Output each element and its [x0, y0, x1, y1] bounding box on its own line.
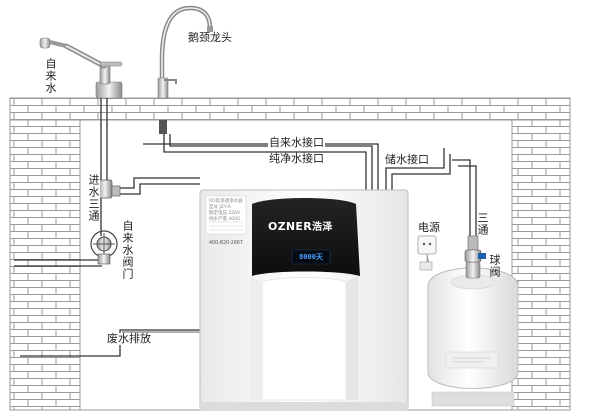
display-readout: 8000天: [299, 253, 323, 261]
service-hotline: 400-820-2667: [209, 241, 243, 246]
label-ball-valve: 球阀: [488, 254, 501, 278]
label-inlet-tee: 进水三通: [86, 174, 100, 222]
sticker-line-4: 纯水产量 400G: [209, 217, 241, 222]
sticker-line-3: 额定电压 220V: [209, 211, 241, 216]
angle-valve-icon: [90, 230, 118, 265]
label-power: 电源: [418, 221, 440, 234]
label-gooseneck-faucet: 鹅颈龙头: [188, 31, 232, 44]
machine-front-panel: [252, 198, 360, 276]
tee-valve-icon: [97, 179, 121, 199]
pipes: [14, 98, 477, 357]
brand-name-cn: 浩泽: [312, 222, 333, 233]
sticker-line-1: RO反渗透净水器: [209, 199, 243, 204]
label-waste-drain: 废水排放: [106, 332, 152, 345]
label-tee: 三通: [476, 212, 489, 236]
counter-slab: [9, 97, 571, 121]
power-socket-icon: [417, 235, 437, 271]
purifier-machine: [199, 189, 409, 411]
machine-display: [291, 249, 331, 265]
label-tap-water: 自来水: [44, 58, 57, 94]
brand-logo: OZNER浩泽: [268, 218, 348, 233]
label-storage-port: 储水接口: [384, 153, 430, 166]
label-pure-water-port: 纯净水接口: [268, 152, 325, 165]
label-tap-water-port: 自来水接口: [268, 136, 325, 149]
tap-faucet-icon: [39, 37, 123, 99]
left-wall: [9, 119, 81, 411]
brand-name-en: OZNER: [268, 220, 313, 233]
ball-valve-icon: [464, 249, 486, 263]
sticker-line-2: 型号 JZY-A: [209, 205, 231, 210]
right-wall: [511, 119, 571, 411]
label-tap-water-valve: 自来水阀门: [121, 220, 134, 280]
gooseneck-faucet-icon: [157, 5, 213, 134]
storage-tank: [427, 235, 519, 407]
